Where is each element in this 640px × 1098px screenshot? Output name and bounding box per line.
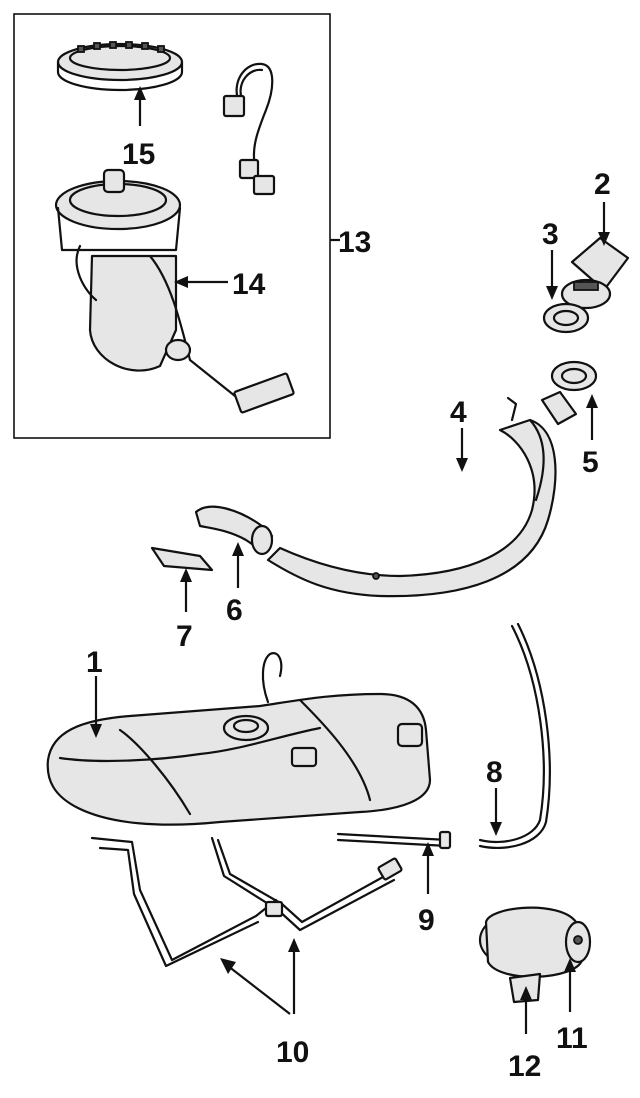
callout-15: 15 — [122, 138, 155, 171]
callout-2: 2 — [594, 168, 611, 201]
filler-neck-housing-part — [540, 360, 598, 426]
wiring-harness-part — [222, 62, 276, 196]
callout-7: 7 — [176, 620, 193, 653]
callout-11: 11 — [556, 1022, 588, 1055]
vapor-line-part — [336, 830, 452, 850]
callout-8: 8 — [486, 756, 503, 789]
callout-3: 3 — [542, 218, 559, 251]
vent-hose-part — [478, 622, 551, 850]
callout-4: 4 — [450, 396, 467, 429]
tank-straps-part — [90, 836, 403, 968]
callout-12: 12 — [508, 1050, 541, 1083]
fuel-pump-module-part — [54, 168, 295, 414]
fuel-tank-part — [46, 652, 432, 826]
callout-1: 1 — [86, 646, 103, 679]
heat-sleeve-part — [150, 546, 214, 572]
callout-labels: 15 14 13 2 3 4 5 6 7 1 8 9 10 11 12 — [86, 138, 611, 1083]
leader-lines — [90, 86, 610, 1034]
callout-14: 14 — [232, 268, 266, 301]
filler-cap-part — [560, 236, 630, 310]
callout-10: 10 — [276, 1036, 309, 1069]
filler-tube-part — [266, 396, 557, 598]
vapor-canister-part — [478, 906, 592, 978]
lock-ring-part — [56, 41, 184, 92]
callout-5: 5 — [582, 446, 599, 479]
callout-9: 9 — [418, 904, 435, 937]
pump-module-inset — [13, 13, 340, 439]
filler-hose-part — [194, 505, 274, 556]
callout-13: 13 — [338, 226, 371, 259]
canister-bracket-part — [508, 972, 542, 1004]
cap-seal-part — [542, 302, 590, 334]
callout-6: 6 — [226, 594, 243, 627]
